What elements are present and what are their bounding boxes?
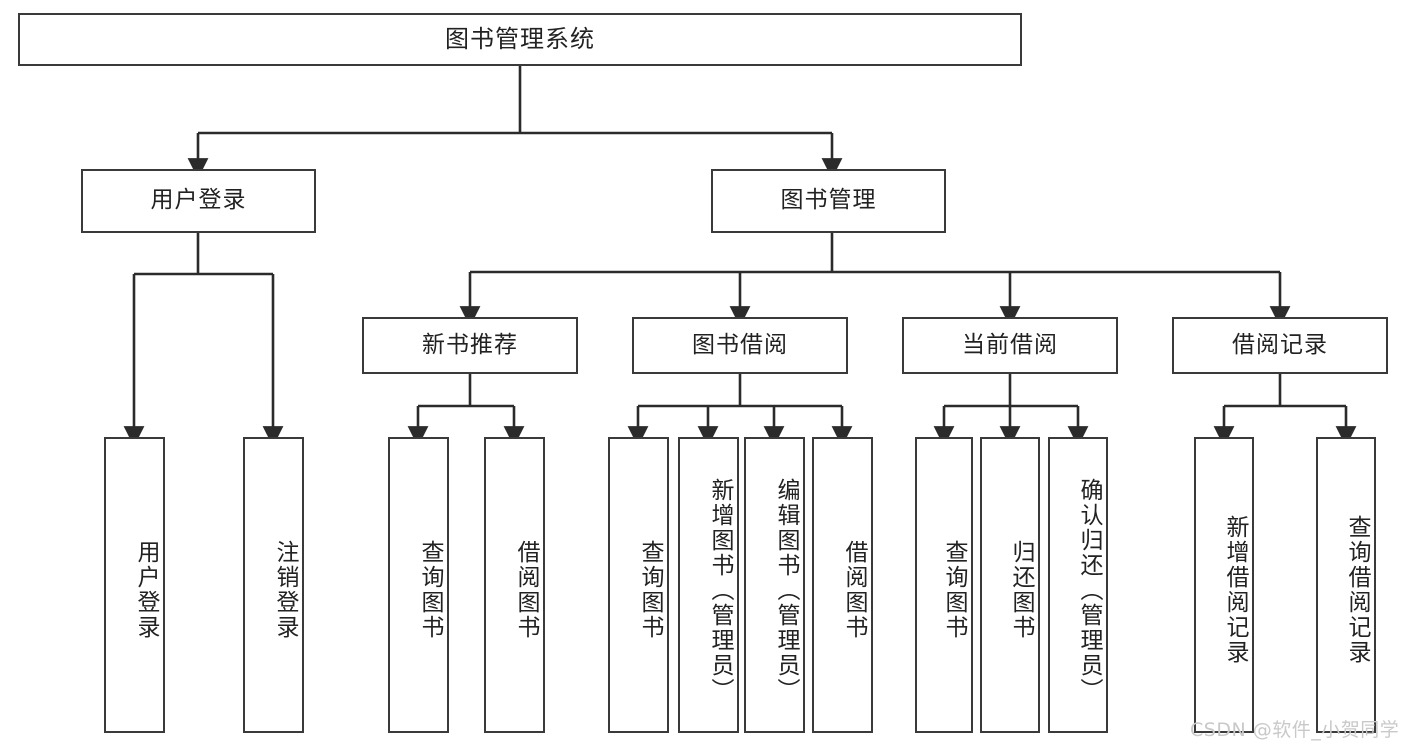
node-label: 图书借阅 <box>692 331 788 358</box>
node-label: 用户登录 <box>133 540 159 640</box>
node-label: 确认归还（管理员） <box>1076 477 1102 703</box>
csdn-watermark: CSDN @软件_小贺同学 <box>1190 719 1400 741</box>
node-label: 借阅图书 <box>513 540 539 640</box>
node-root-book-management-system[interactable]: 图书管理系统 <box>18 13 1022 66</box>
node-label: 归还图书 <box>1008 540 1034 640</box>
node-leaf-current-borrow-confirm-return[interactable]: 确认归还（管理员） <box>1048 437 1108 733</box>
node-label: 新书推荐 <box>422 331 518 358</box>
node-label: 借阅记录 <box>1232 331 1328 358</box>
node-leaf-user-login-logout[interactable]: 注销登录 <box>243 437 304 733</box>
node-leaf-current-borrow-return[interactable]: 归还图书 <box>980 437 1040 733</box>
node-label: 查询借阅记录 <box>1344 515 1370 665</box>
node-label: 查询图书 <box>417 540 443 640</box>
node-leaf-current-borrow-query[interactable]: 查询图书 <box>915 437 973 733</box>
node-leaf-book-borrow-add[interactable]: 新增图书（管理员） <box>678 437 739 733</box>
node-current-borrow[interactable]: 当前借阅 <box>902 317 1118 374</box>
node-label: 当前借阅 <box>962 331 1058 358</box>
node-label: 图书管理系统 <box>445 25 595 54</box>
node-label: 编辑图书（管理员） <box>773 477 799 703</box>
node-book-management[interactable]: 图书管理 <box>711 169 946 233</box>
node-leaf-borrow-record-query[interactable]: 查询借阅记录 <box>1316 437 1376 733</box>
node-label: 注销登录 <box>272 540 298 640</box>
node-label: 新增图书（管理员） <box>707 477 733 703</box>
node-label: 图书管理 <box>780 187 877 214</box>
node-book-borrow[interactable]: 图书借阅 <box>632 317 848 374</box>
node-leaf-book-borrow-edit[interactable]: 编辑图书（管理员） <box>744 437 805 733</box>
node-label: 新增借阅记录 <box>1222 515 1248 665</box>
node-label: 用户登录 <box>150 187 247 214</box>
node-label: 查询图书 <box>941 540 967 640</box>
node-leaf-new-book-query[interactable]: 查询图书 <box>388 437 449 733</box>
node-leaf-book-borrow-query[interactable]: 查询图书 <box>608 437 669 733</box>
node-leaf-book-borrow-borrow[interactable]: 借阅图书 <box>812 437 873 733</box>
node-user-login[interactable]: 用户登录 <box>81 169 316 233</box>
node-leaf-new-book-borrow[interactable]: 借阅图书 <box>484 437 545 733</box>
node-new-book-recommend[interactable]: 新书推荐 <box>362 317 578 374</box>
node-leaf-user-login-login[interactable]: 用户登录 <box>104 437 165 733</box>
node-label: 查询图书 <box>637 540 663 640</box>
node-borrow-record[interactable]: 借阅记录 <box>1172 317 1388 374</box>
node-label: 借阅图书 <box>841 540 867 640</box>
node-leaf-borrow-record-add[interactable]: 新增借阅记录 <box>1194 437 1254 733</box>
